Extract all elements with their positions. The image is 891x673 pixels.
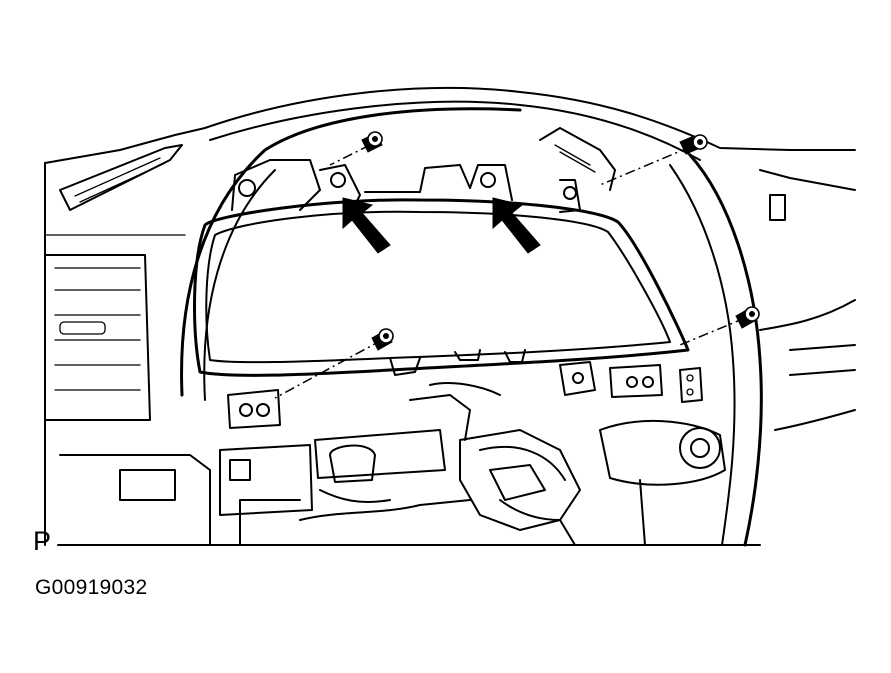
- screw-top-left-icon: [361, 131, 383, 153]
- figure-code: G00919032: [35, 576, 148, 599]
- lower-brackets: [227, 361, 663, 429]
- dashboard-outline: [44, 86, 856, 546]
- view-letter: P: [33, 526, 52, 556]
- defroster-vent: [59, 144, 183, 211]
- cluster-surround: [180, 107, 763, 547]
- left-air-vent: [44, 254, 151, 421]
- callout-arrow-right-icon: [492, 197, 541, 254]
- combination-meter: [193, 198, 690, 377]
- screw-leader-lines: [274, 144, 746, 399]
- screw-center-lower-icon: [371, 328, 394, 351]
- screw-top-right-icon: [679, 134, 708, 155]
- screw-right-middle-icon: [735, 306, 760, 329]
- callout-arrow-left-icon: [342, 197, 391, 254]
- upper-brackets: [231, 127, 786, 221]
- steering-column-area: [57, 344, 856, 546]
